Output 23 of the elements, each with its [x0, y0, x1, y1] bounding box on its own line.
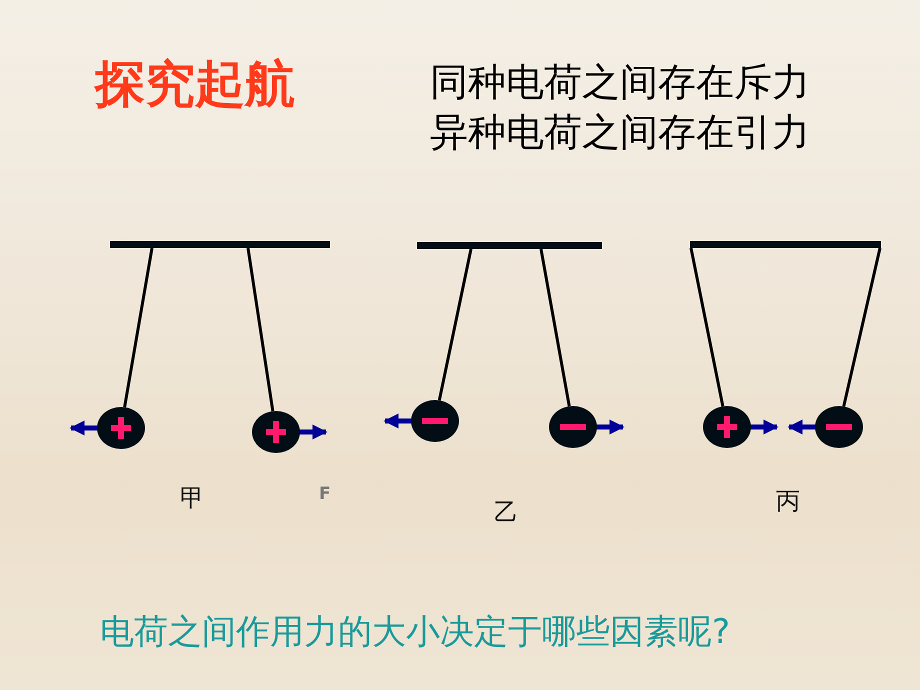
statement-text: 异种电荷之间存在引力: [430, 110, 810, 156]
string-line: [540, 248, 571, 407]
charged-ball: [549, 406, 597, 448]
charged-ball: [703, 406, 751, 448]
group-label: 甲: [180, 484, 204, 513]
title: 探究起航: [95, 54, 295, 114]
question-text: 电荷之间作用力的大小决定于哪些因素呢?: [100, 612, 730, 653]
support-bar: [417, 242, 602, 249]
charged-ball: [252, 411, 300, 453]
string-line: [438, 248, 472, 401]
string-line: [123, 248, 154, 408]
string-line: [690, 248, 724, 407]
support-bar: [690, 241, 881, 248]
statement-text: 同种电荷之间存在斥力: [430, 60, 810, 106]
string-line: [842, 248, 882, 407]
group-label: 乙: [494, 498, 518, 527]
support-bar: [110, 241, 330, 248]
charged-ball: [97, 407, 145, 449]
group-label: 丙: [776, 487, 800, 516]
charged-ball: [815, 406, 863, 448]
string-line: [246, 248, 274, 412]
force-label: F: [319, 484, 331, 504]
charged-ball: [411, 400, 459, 442]
